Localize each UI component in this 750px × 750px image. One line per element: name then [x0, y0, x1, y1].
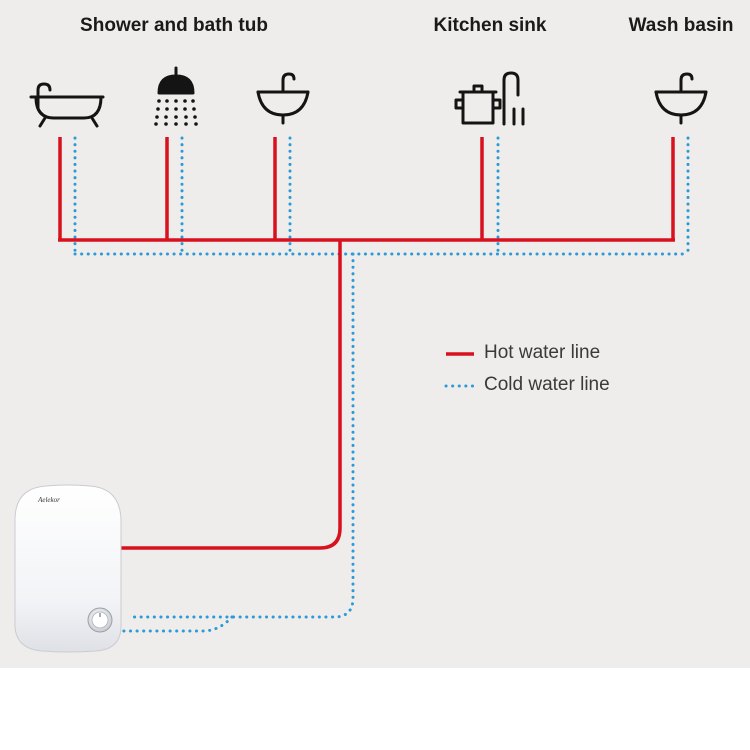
title-kitchen-sink: Kitchen sink — [433, 15, 547, 36]
cold-water-network — [73, 136, 690, 633]
heater-brand-logo: Aelekor — [37, 496, 60, 504]
background — [0, 0, 750, 668]
control-knob-icon — [87, 607, 113, 633]
hot-main-vertical — [120, 240, 342, 550]
title-shower-and-bath: Shower and bath tub — [80, 15, 268, 36]
cooking-pot-and-faucet-icon — [454, 71, 525, 126]
washbasin-icon — [654, 72, 708, 125]
legend — [444, 352, 477, 388]
diagram-canvas: Aelekor — [0, 0, 750, 668]
title-wash-basin: Wash basin — [628, 15, 734, 36]
shower-head-icon — [154, 66, 198, 126]
bathtub-icon — [29, 82, 105, 128]
legend-cold-label: Cold water line — [484, 374, 610, 395]
water-heater: Aelekor — [14, 484, 122, 653]
washbasin-icon — [256, 72, 310, 125]
hot-water-network — [58, 137, 675, 550]
cold-main-vertical — [126, 252, 355, 619]
legend-hot-label: Hot water line — [484, 342, 601, 363]
